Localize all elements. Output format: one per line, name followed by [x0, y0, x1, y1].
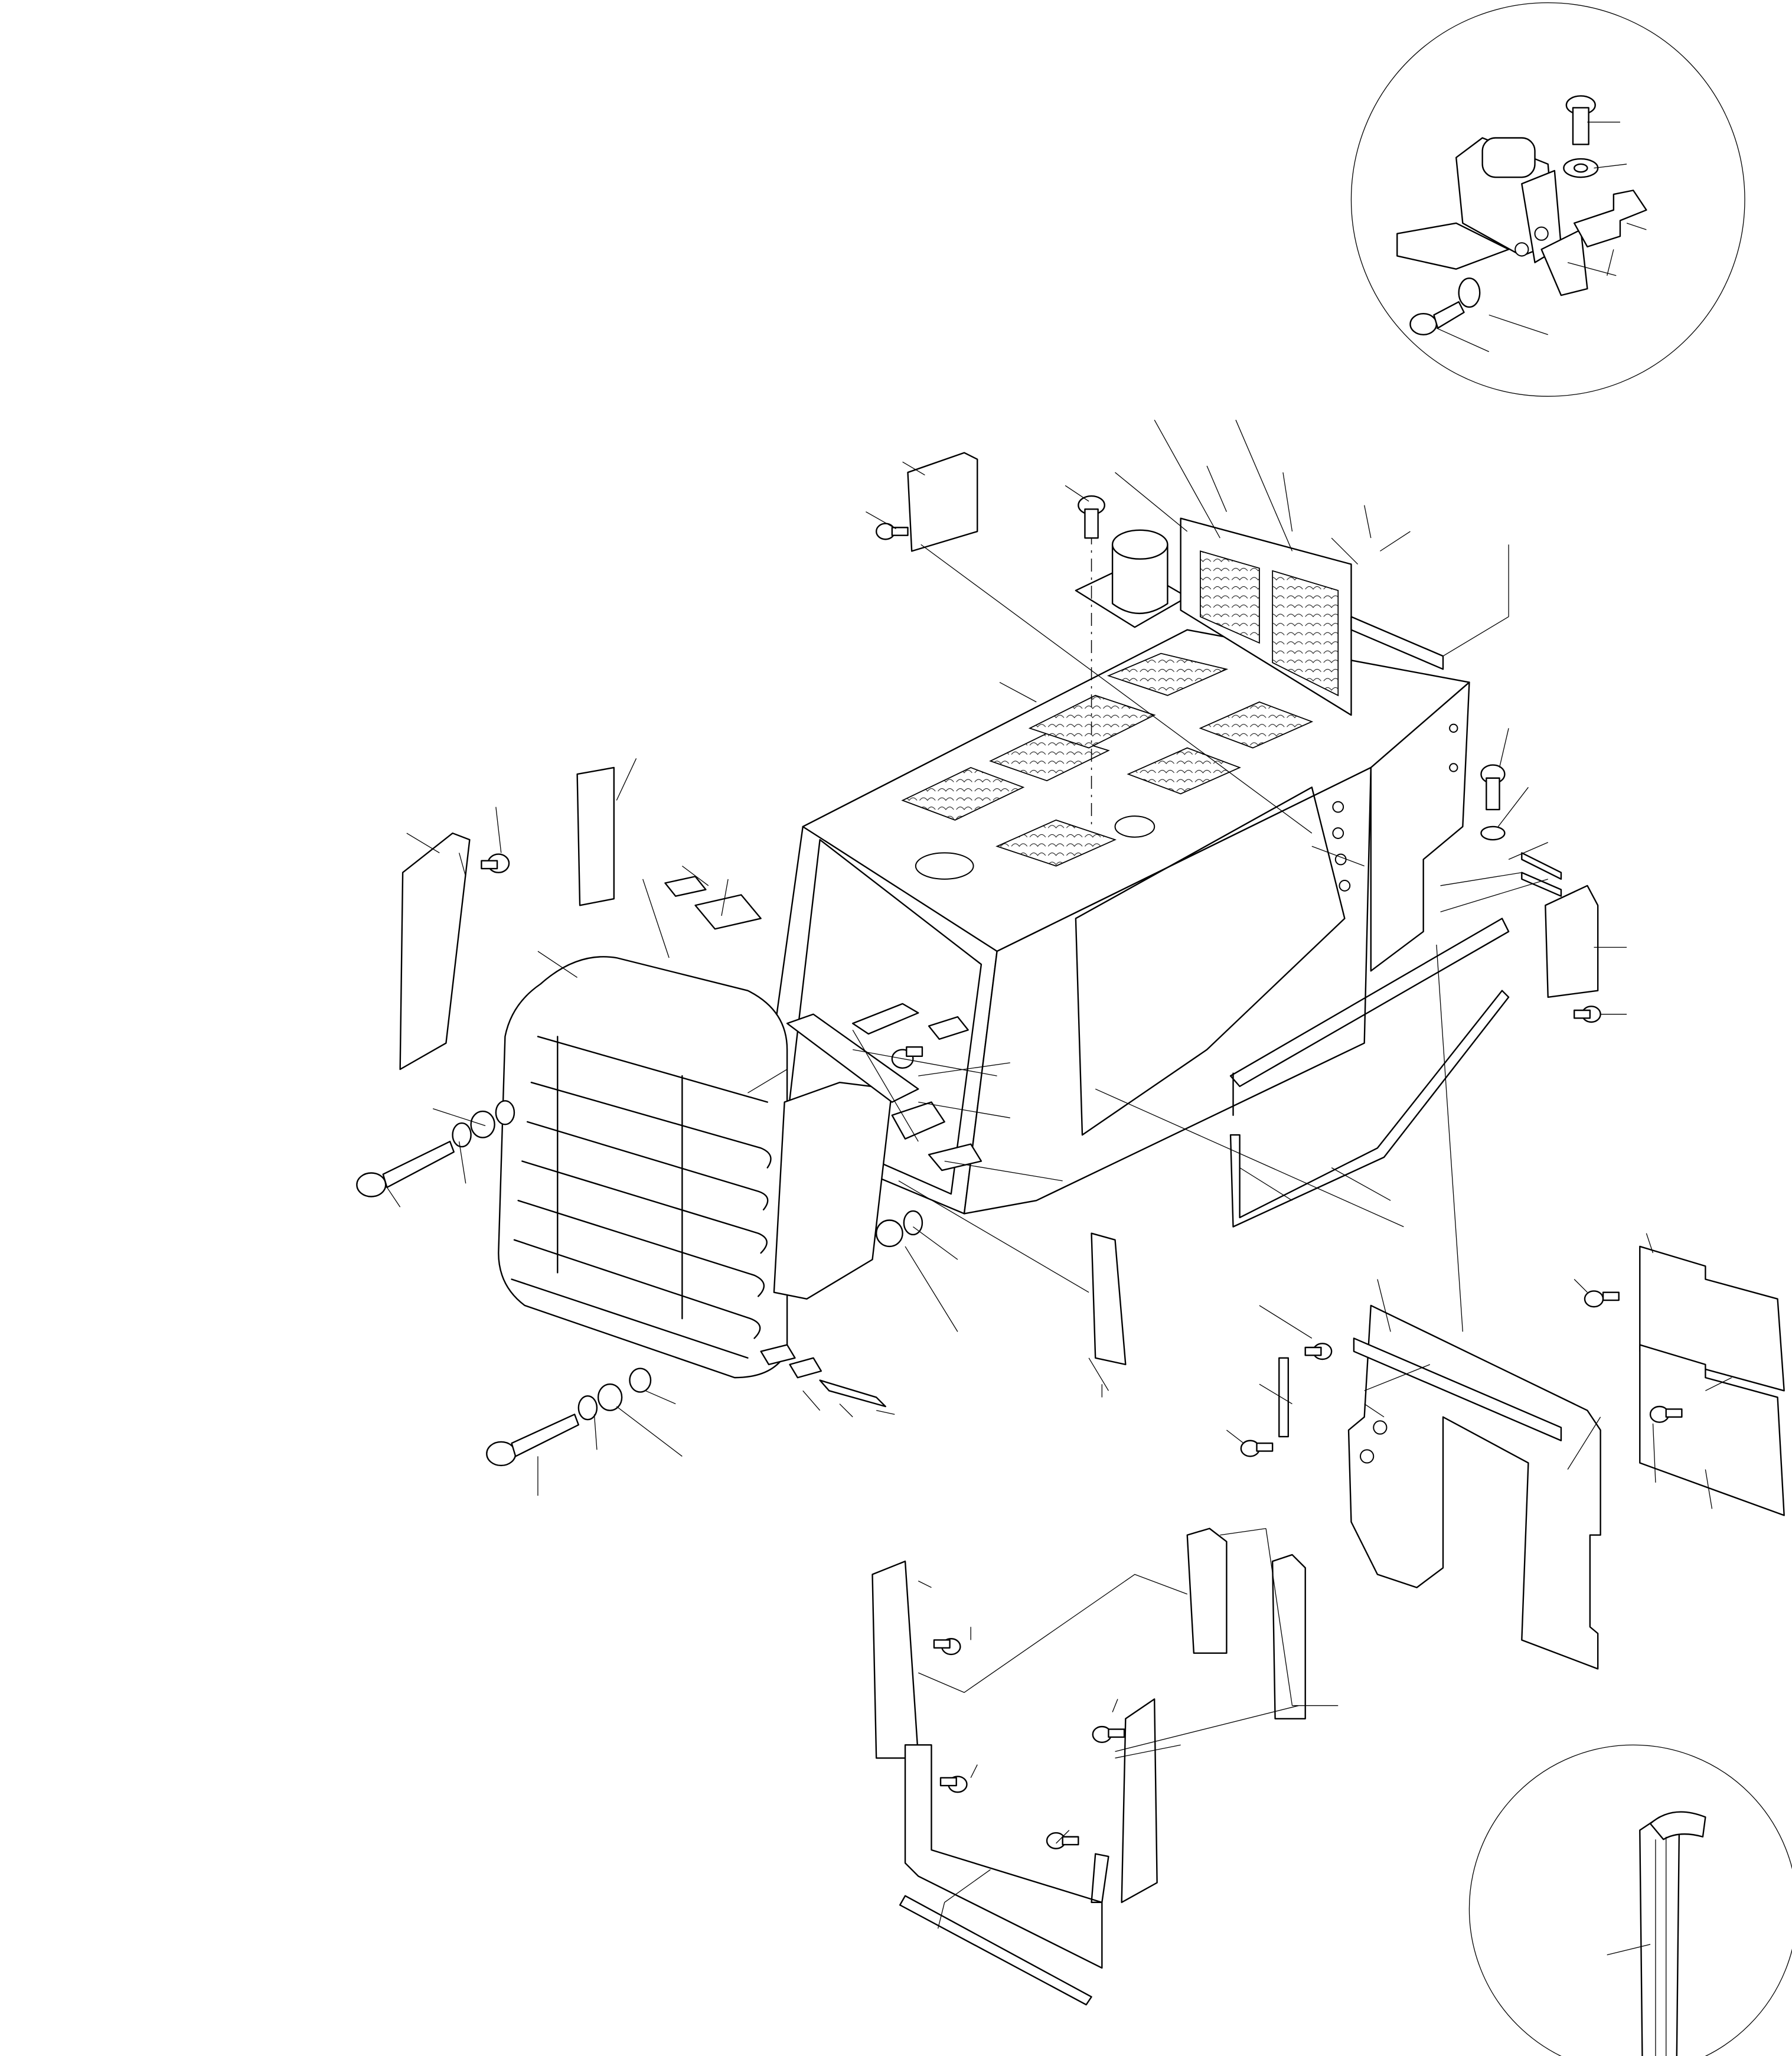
front-grille: [498, 957, 787, 1378]
left-bracket: [400, 833, 470, 1069]
bolt-icon: [1078, 496, 1104, 538]
latch-assembly: [1397, 138, 1587, 295]
bolt-icon: [1241, 1441, 1272, 1457]
bolt-icon: [1585, 1291, 1619, 1307]
long-bolt-lower: [487, 1369, 651, 1466]
latch-detail-circle: [1351, 3, 1745, 397]
seal-detail-circle: [1469, 1745, 1792, 2056]
hood-frame: [761, 630, 1470, 1214]
bolt-icon: [1574, 1006, 1600, 1022]
vent-grille: [903, 768, 1023, 820]
bolt-icon: [481, 854, 509, 873]
bottom-strip: [900, 1896, 1091, 2005]
bolt-icon: [1093, 1727, 1124, 1742]
hood-side-panel: [964, 768, 1371, 1213]
seal-detail-view: [1469, 1745, 1792, 2056]
exhaust-stack: [1076, 530, 1187, 627]
bolt-icon: [1650, 1406, 1682, 1422]
lower-left-bracket: [873, 1561, 919, 1758]
seal-strip-right: [1272, 1555, 1305, 1719]
middle-plate: [1092, 1233, 1126, 1365]
lower-side-panel: [1349, 1306, 1601, 1669]
leader-lines: [387, 420, 1731, 1928]
bolt-icon: [1481, 765, 1504, 810]
top-opening: [916, 853, 974, 879]
seal-strip-profile: [1640, 1817, 1679, 2056]
lower-right-bracket: [1122, 1699, 1157, 1902]
screw-icon: [1410, 302, 1464, 335]
top-bracket: [908, 453, 977, 551]
lower-frame: [905, 1745, 1108, 1968]
seal-frame-upper: [1230, 918, 1509, 1115]
rear-grille-cover: [1181, 518, 1352, 715]
seal-frame-lower: [1230, 991, 1509, 1227]
bolt-icon: [1305, 1343, 1331, 1359]
bracket-clip: [1574, 190, 1646, 247]
bolt-icon: [1047, 1833, 1078, 1849]
side-bracket: [1545, 886, 1598, 997]
long-bolt-upper: [357, 1101, 514, 1196]
left-plate: [577, 768, 614, 905]
bolt-icon: [934, 1639, 960, 1654]
hood-rear-panel: [1371, 683, 1470, 971]
spring-washer-icon: [1459, 278, 1480, 307]
grille-side-bracket: [774, 1082, 892, 1299]
bolt-icon: [1566, 96, 1595, 144]
bolt-icon: [941, 1777, 967, 1793]
right-panel-lower: [1640, 1345, 1784, 1516]
bolt-icon: [876, 524, 908, 540]
latch-detail-view: [1351, 3, 1745, 397]
seal-strip-left: [1187, 1529, 1227, 1653]
